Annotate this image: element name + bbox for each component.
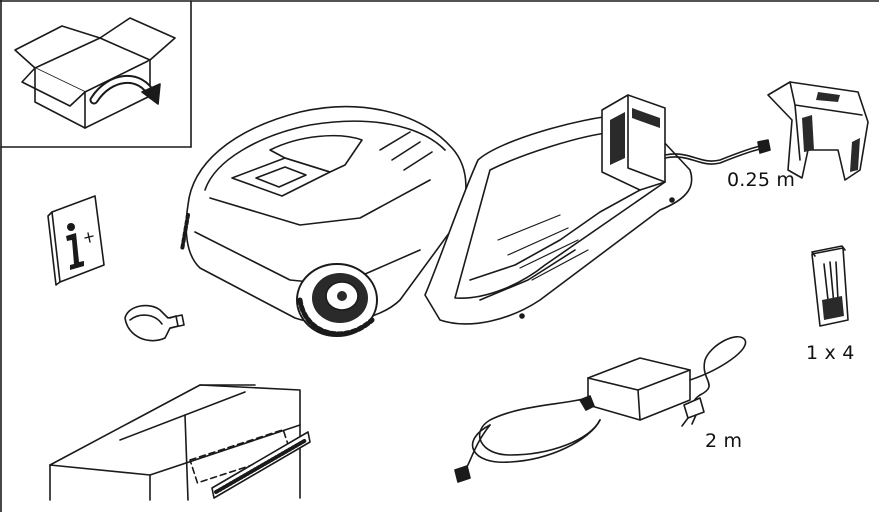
open-box-arrow-icon [14, 17, 176, 129]
safety-key [124, 304, 185, 342]
pegs-count-label: 1 x 4 [806, 342, 855, 364]
info-plus-icon [66, 223, 94, 270]
robotic-mower [180, 105, 467, 337]
cable-length-label: 0.25 m [727, 169, 796, 191]
power-supply [454, 336, 747, 483]
pegs-bag [811, 245, 849, 327]
power-cable-length-label: 2 m [705, 430, 743, 452]
manual-booklet [47, 195, 105, 286]
station-cover [767, 81, 869, 181]
packaging-box [49, 384, 311, 501]
charging-station [424, 94, 771, 325]
